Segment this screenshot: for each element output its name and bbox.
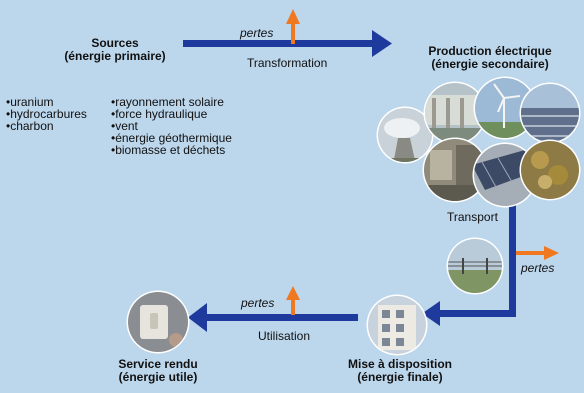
production-title-text: Production électrique <box>428 44 552 58</box>
loss-arrow-utilisation <box>286 286 300 315</box>
list-item: énergie géothermique <box>111 132 232 144</box>
transport-label: Transport <box>447 210 498 224</box>
list-item: force hydraulique <box>111 108 232 120</box>
utilisation-arrow <box>188 303 358 332</box>
list-item: vent <box>111 120 232 132</box>
list-item: charbon <box>6 120 87 132</box>
loss-arrow-transport <box>516 246 559 260</box>
pertes-label-transformation: pertes <box>240 26 274 40</box>
utilisation-label: Utilisation <box>258 329 311 343</box>
solar-panels-photo <box>472 142 538 208</box>
list-item: rayonnement solaire <box>111 96 232 108</box>
sources-list-left: uranium hydrocarbures charbon <box>6 96 87 132</box>
list-item: hydrocarbures <box>6 108 87 120</box>
dam-photo <box>423 81 487 145</box>
service-rendu-title: Service rendu (énergie utile) <box>98 358 218 384</box>
biomass-photo <box>519 139 581 201</box>
production-title: Production électrique (énergie secondair… <box>405 45 575 71</box>
mise-a-disposition-title: Mise à disposition (énergie finale) <box>330 358 470 384</box>
list-item: uranium <box>6 96 87 108</box>
pertes-label-transport: pertes <box>521 261 555 275</box>
pertes-label-utilisation: pertes <box>241 296 275 310</box>
transmission-line-photo <box>446 237 504 295</box>
list-item: biomasse et déchets <box>111 144 232 156</box>
sources-subtitle-text: (énergie primaire) <box>64 49 166 63</box>
loss-arrow-transformation <box>286 9 300 44</box>
transformation-arrow <box>183 30 392 57</box>
sources-title: Sources (énergie primaire) <box>40 37 190 63</box>
wind-turbine-photo <box>473 76 537 140</box>
solar-field-photo <box>519 82 581 144</box>
cooling-tower-photo <box>376 106 434 164</box>
mise-a-disposition-subtitle-text: (énergie finale) <box>357 370 443 384</box>
mise-a-disposition-title-text: Mise à disposition <box>347 357 452 371</box>
transformation-label: Transformation <box>247 56 328 70</box>
building-photo <box>366 294 428 356</box>
production-subtitle-text: (énergie secondaire) <box>431 57 549 71</box>
service-rendu-title-text: Service rendu <box>118 357 198 371</box>
sources-title-text: Sources <box>91 36 139 50</box>
sources-list-right: rayonnement solaire force hydraulique ve… <box>111 96 232 156</box>
light-switch-photo <box>126 290 190 354</box>
service-rendu-subtitle-text: (énergie utile) <box>118 370 198 384</box>
production-photo-cluster <box>376 76 581 208</box>
transport-arrow <box>422 200 516 326</box>
